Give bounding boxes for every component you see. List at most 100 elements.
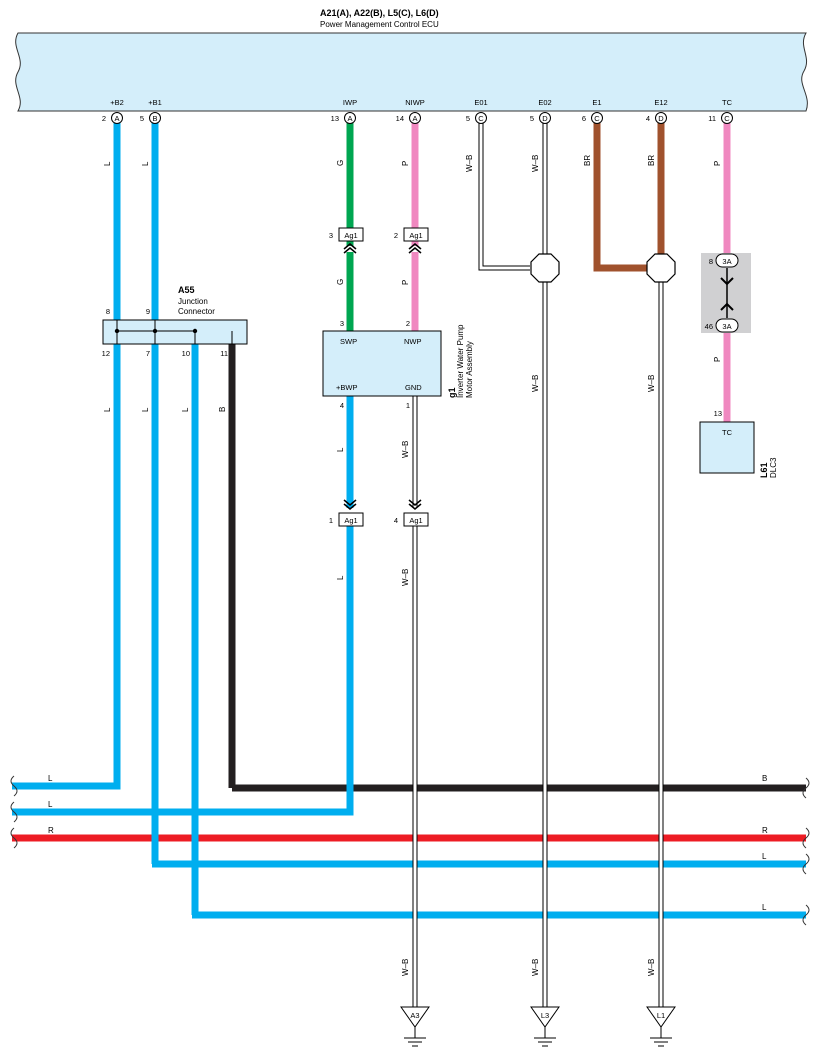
pump-pin-gnd: GND xyxy=(405,383,422,392)
wc-iwp-top: G xyxy=(336,160,345,166)
pin-num-e12: 4 xyxy=(646,114,650,123)
wc-iwp-mid: G xyxy=(336,279,345,285)
pin-num-niwp: 14 xyxy=(396,114,404,123)
pin-label-e1: E1 xyxy=(592,98,601,107)
pin-label-iwp: IWP xyxy=(343,98,357,107)
wc-jc-10: L xyxy=(181,407,190,412)
ag1-upper-label-2: Ag1 xyxy=(409,231,422,240)
ag1-upper-num-1: 3 xyxy=(329,231,333,240)
pin-label-b1: +B1 xyxy=(148,98,162,107)
pin-conn-iwp: A xyxy=(347,114,352,123)
pump-name-1: Inverter Water Pump xyxy=(456,324,465,398)
pin-label-niwp: NIWP xyxy=(405,98,425,107)
wc-e12: BR xyxy=(647,155,656,166)
dlc-name: DLC3 xyxy=(769,457,778,478)
dlc-pin-tc: TC xyxy=(722,428,733,437)
jc-top-pin-8: 8 xyxy=(106,307,110,316)
ground-icon-l3 xyxy=(533,1037,557,1047)
ag1-lower-num-2: 4 xyxy=(394,516,398,525)
pump-pin-bwp: +BWP xyxy=(336,383,357,392)
pin-conn-b1: B xyxy=(152,114,157,123)
jc-bottom-pin-7: 7 xyxy=(146,349,150,358)
ground-points: A3 L3 L1 xyxy=(400,1006,676,1047)
jc-name-1: Junction xyxy=(178,297,208,306)
tc-3a-label-1: 3A xyxy=(722,257,731,266)
wc-gnd-1: W–B xyxy=(401,441,410,458)
bus-labels: L L R B R L L xyxy=(48,774,768,912)
pin-num-iwp: 13 xyxy=(331,114,339,123)
pin-num-tc: 11 xyxy=(708,114,716,123)
tc-3a-connector: 3A 3A 8 46 xyxy=(701,253,751,333)
jc-name-2: Connector xyxy=(178,307,215,316)
pump-pin-num-bwp: 4 xyxy=(340,401,344,410)
wc-jc-12: L xyxy=(103,407,112,412)
pin-conn-e02: D xyxy=(542,114,548,123)
dlc3: 13 TC L61 DLC3 xyxy=(699,409,778,478)
dlc-id: L61 xyxy=(759,462,769,478)
bus-right-label-4: L xyxy=(762,903,767,912)
junction-connector: A55 Junction Connector 8 9 12 7 10 11 xyxy=(102,285,248,358)
dlc-pin-num: 13 xyxy=(714,409,722,418)
pin-label-b2: +B2 xyxy=(110,98,124,107)
wc-e1: BR xyxy=(583,155,592,166)
pin-label-tc: TC xyxy=(722,98,733,107)
ecu-body xyxy=(15,32,808,112)
pin-num-b1: 5 xyxy=(140,114,144,123)
pump-pin-num-swp: 3 xyxy=(340,319,344,328)
bus-right-label-2: R xyxy=(762,826,768,835)
vertical-wires xyxy=(346,118,731,508)
bus-break-marks xyxy=(10,775,810,926)
pin-conn-niwp: A xyxy=(412,114,417,123)
jc-bottom-pin-12: 12 xyxy=(102,349,110,358)
pump-pin-num-nwp: 2 xyxy=(406,319,410,328)
splice-e1-e12 xyxy=(646,253,676,283)
pin-label-e02: E02 xyxy=(538,98,551,107)
jc-bottom-pin-11: 11 xyxy=(220,349,228,358)
pin-conn-e01: C xyxy=(478,114,484,123)
ground-label-l1: L1 xyxy=(657,1011,665,1020)
ag1-lower-connectors: Ag1 Ag1 1 4 xyxy=(329,499,429,527)
tc-3a-label-2: 3A xyxy=(722,322,731,331)
wire-codes: L L G P W–B W–B BR BR P G P P W–B W–B L … xyxy=(103,155,722,976)
ground-label-l3: L3 xyxy=(541,1011,549,1020)
ground-icon-l1 xyxy=(649,1037,673,1047)
wc-tc-mid: P xyxy=(713,357,722,362)
wc-bwp-1: L xyxy=(336,447,345,452)
ag1-upper-num-2: 2 xyxy=(394,231,398,240)
jc-top-pin-9: 9 xyxy=(146,307,150,316)
pin-num-e02: 5 xyxy=(530,114,534,123)
wb-wires xyxy=(412,118,664,1008)
jc-id: A55 xyxy=(178,285,195,295)
ag1-upper-connectors: Ag1 Ag1 3 2 xyxy=(329,227,429,254)
wc-tc-top: P xyxy=(713,161,722,166)
wc-e12-low: W–B xyxy=(647,375,656,392)
bus-left-label-3: R xyxy=(48,826,54,835)
ground-icon-a3 xyxy=(403,1037,427,1047)
bus-left-label-1: L xyxy=(48,774,53,783)
wc-bottom-a3: W–B xyxy=(401,959,410,976)
wc-e02: W–B xyxy=(531,155,540,172)
wc-gnd-2: W–B xyxy=(401,569,410,586)
pin-conn-e1: C xyxy=(594,114,600,123)
water-pump-assembly: 3 2 4 1 SWP NWP +BWP GND g1 Inverter Wat… xyxy=(322,319,474,410)
ag1-lower-label-2: Ag1 xyxy=(409,516,422,525)
pin-num-b2: 2 xyxy=(102,114,106,123)
wc-bottom-l3: W–B xyxy=(531,959,540,976)
ag1-lower-num-1: 1 xyxy=(329,516,333,525)
pin-label-e12: E12 xyxy=(654,98,667,107)
pump-name-2: Motor Assembly xyxy=(465,341,474,398)
ecu-name: Power Management Control ECU xyxy=(320,20,439,29)
bus-right-label-1: B xyxy=(762,774,767,783)
wc-jc-7: L xyxy=(141,407,150,412)
pump-id: g1 xyxy=(447,387,457,398)
pin-conn-e12: D xyxy=(658,114,664,123)
pump-pin-nwp: NWP xyxy=(404,337,422,346)
wc-bwp-2: L xyxy=(336,575,345,580)
wc-jc-11: B xyxy=(218,407,227,412)
pin-conn-b2: A xyxy=(114,114,119,123)
tc-3a-num-2: 46 xyxy=(705,322,713,331)
splice-e01-e02 xyxy=(530,253,560,283)
pin-conn-tc: C xyxy=(724,114,730,123)
ground-label-a3: A3 xyxy=(410,1011,419,1020)
